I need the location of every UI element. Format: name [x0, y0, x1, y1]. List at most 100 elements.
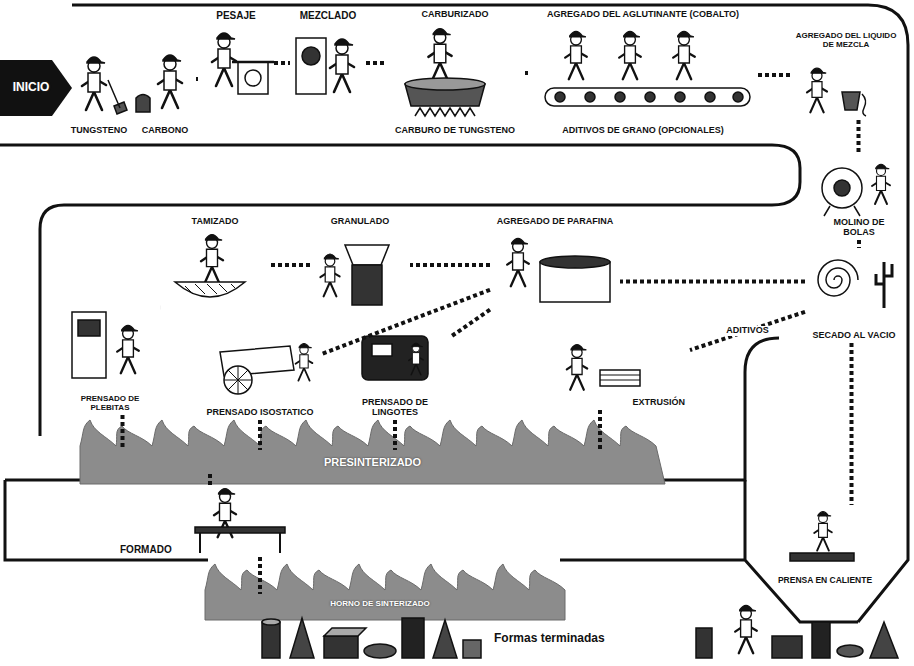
process-station: AGREGADO DEL AGLUTINANTE (COBALTO)ADITIV…: [528, 8, 758, 138]
finished-cone: [290, 618, 314, 658]
dotted-flow-line: [320, 290, 490, 355]
vacuum-spiral: [818, 260, 858, 296]
station-label: PRENSADO DE LINGOTES: [343, 398, 447, 418]
process-station: CARBONO: [134, 40, 196, 138]
worker-figure: [735, 606, 757, 654]
station-label: CARBURO DE TUNGSTENO: [393, 126, 517, 136]
scale: [238, 62, 268, 94]
station-label: PESAJE: [214, 10, 257, 21]
station-label: PRENSADO DE PLEBITAS: [63, 395, 157, 413]
hot-press: [790, 553, 854, 561]
mill-stand: [824, 206, 860, 216]
presintering-flames: [80, 420, 665, 484]
paraffin-surface: [540, 256, 610, 268]
cactus: [876, 262, 892, 308]
dotted-flow-line: [620, 280, 805, 284]
fire: [415, 108, 475, 116]
finished-disc: [837, 645, 863, 657]
station-label: AGREGADO DE PARAFINA: [495, 217, 615, 227]
mixer: [296, 38, 326, 94]
worker-figure: [814, 512, 832, 551]
station-label: AGREGADO DEL LIQUIDO DE MEZCLA: [793, 32, 899, 50]
pot-rim: [405, 78, 485, 90]
sieve: [175, 282, 245, 297]
press-wheel: [224, 366, 252, 394]
dotted-flow-line: [758, 73, 790, 77]
ball-mill: [822, 168, 862, 208]
worker-figure: [82, 57, 106, 110]
dotted-flow-line: [274, 61, 290, 65]
process-station: TAMIZADO: [160, 215, 270, 315]
start-arrow: [0, 60, 72, 116]
finished-cylinder: [812, 622, 830, 658]
worker-figure: [619, 32, 641, 80]
finished-block: [463, 640, 481, 658]
dotted-flow-line: [450, 310, 490, 338]
process-station: CARBURIZADO CARBURO DE TUNGSTENO: [385, 8, 525, 138]
caption-label: Formas terminadas: [492, 632, 607, 645]
process-station: FORMADO: [115, 485, 305, 557]
ingot-press: [362, 336, 428, 380]
press-window: [78, 320, 100, 336]
finished-cylinder: [696, 628, 712, 658]
worker-figure: [872, 164, 890, 204]
wheel-spokes: [224, 366, 252, 394]
station-label: HORNO DE SINTERIZADO: [330, 600, 430, 609]
table-legs: [200, 533, 280, 553]
dotted-flow-line: [857, 120, 861, 155]
band-line: [5, 480, 208, 560]
scale-pan: [232, 61, 274, 64]
band-line: [560, 480, 858, 622]
granulator-hopper: [345, 245, 389, 265]
press-window: [372, 344, 392, 356]
station-label: CARBURIZADO: [420, 10, 491, 20]
station-label: INICIO: [13, 81, 50, 94]
station-label: EXTRUSIÓN: [630, 398, 687, 408]
worker-figure: [117, 326, 139, 374]
worker-figure: [201, 235, 223, 284]
worker-figure: [320, 254, 339, 296]
finished-cylinder: [402, 618, 424, 658]
worker-figure: [330, 39, 354, 92]
finished-disc: [364, 644, 396, 658]
finished-cone: [433, 620, 457, 658]
mixer-drum: [302, 47, 320, 65]
station-label: SECADO AL VACIO: [811, 331, 898, 341]
worker-figure: [567, 345, 587, 390]
dotted-flow-line: [258, 420, 262, 450]
ball-mill-hub: [834, 180, 850, 196]
extruded-rods: [600, 370, 640, 386]
extruded-rod-lines: [600, 375, 640, 380]
pellet-press: [72, 312, 106, 378]
granulator: [352, 265, 382, 305]
furnace-band: PRESINTERIZADO: [85, 450, 660, 474]
forming-table: [195, 527, 285, 533]
process-station: PRENSADO ISOSTATICO: [200, 335, 320, 420]
furnace-band: HORNO DE SINTERIZADO: [215, 594, 545, 614]
process-station: MOLINO DE BOLAS: [815, 155, 903, 240]
process-band-outline: [0, 5, 908, 622]
process-station: PRENSADO DE LINGOTES: [340, 330, 450, 420]
station-label: MOLINO DE BOLAS: [818, 218, 900, 238]
process-station: PESAJE: [198, 8, 274, 118]
station-label: GRANULADO: [329, 217, 392, 227]
dotted-flow-line: [598, 410, 602, 450]
process-station: SECADO AL VACIO: [805, 248, 903, 343]
finished-block-top: [324, 628, 366, 636]
station-label: CARBONO: [140, 126, 191, 136]
start-arrow: INICIO: [2, 72, 60, 104]
dotted-flow-line: [258, 557, 262, 594]
station-label: PRENSADO ISOSTATICO: [204, 408, 315, 418]
band-line: [660, 338, 779, 480]
conveyor: [545, 88, 750, 106]
dotted-flow-line: [857, 240, 861, 248]
dotted-flow-line: [410, 263, 490, 267]
station-label: ADITIVOS DE GRANO (OPCIONALES): [560, 126, 726, 136]
dotted-flow-line: [850, 343, 854, 505]
process-station: AGREGADO DE PARAFINA: [490, 215, 620, 315]
sieve-mesh: [185, 284, 235, 294]
process-station: GRANULADO: [310, 215, 410, 315]
